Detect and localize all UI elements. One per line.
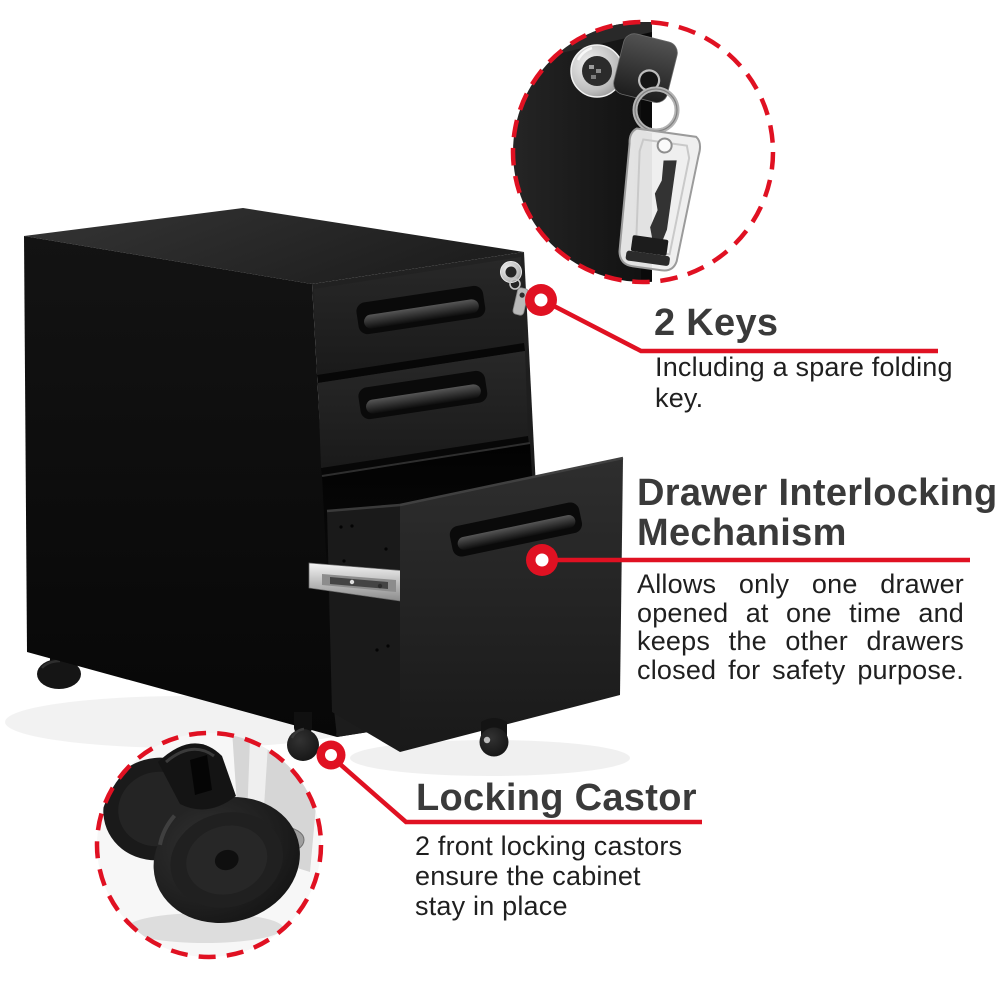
drawer-gap-1	[317, 343, 525, 383]
callout-castor-title: Locking Castor	[416, 777, 697, 819]
callout-interlock-title-line: Mechanism	[637, 512, 847, 554]
castor-detail-circle	[94, 730, 324, 960]
callout-interlock-title: Drawer Interlocking Mechanism	[637, 473, 997, 553]
callout-dot-castor	[316, 740, 346, 770]
slide-rail	[308, 562, 408, 603]
callout-interlock-title-line: Drawer Interlocking	[637, 472, 998, 514]
folding-spare-key	[618, 127, 702, 272]
inserted-key-head	[613, 33, 678, 103]
caster-front-right	[479, 718, 509, 757]
dashed-circle-keys	[510, 19, 776, 285]
lock-cylinder	[500, 261, 529, 316]
callout-dot-keys	[525, 284, 557, 316]
callout-castor-body-line: stay in place	[415, 891, 568, 921]
drawer1-handle	[356, 285, 486, 335]
callout-interlock-body-line: closed for safety purpose.	[637, 654, 964, 685]
drawer2-handle	[358, 370, 488, 420]
cabinet-top-face	[24, 208, 524, 284]
leader-castor	[339, 763, 702, 825]
callout-keys-title: 2 Keys	[654, 302, 779, 344]
open-drawer	[308, 456, 624, 752]
callout-interlock-body-line: keeps the other drawers	[637, 626, 964, 657]
caster-closeup	[103, 757, 300, 924]
keys-detail-circle	[510, 19, 776, 285]
callout-leader-lines	[339, 303, 970, 825]
lock-closeup	[570, 44, 624, 98]
cabinet-side-panel	[24, 236, 337, 737]
callout-interlock-body-line: opened at one time and	[637, 597, 964, 628]
callout-castor-body: 2 front locking castors ensure the cabin…	[415, 831, 682, 921]
callout-interlock-body: Allows only one drawer opened at one tim…	[637, 570, 964, 684]
drawer3-side-wall	[327, 505, 400, 752]
callout-keys-body-line: key.	[655, 382, 704, 413]
caster-front-left	[287, 712, 319, 761]
drawer3-handle	[449, 502, 583, 557]
dashed-circle-castor	[94, 730, 324, 960]
drawer-gap-2	[321, 436, 529, 476]
callout-interlock-body-line: Allows only one drawer	[637, 569, 964, 599]
callout-dot-interlock	[526, 544, 558, 576]
drawer3-front	[400, 458, 623, 752]
callout-keys-body: Including a spare folding key.	[655, 352, 953, 413]
callout-keys-body-line: Including a spare folding	[655, 352, 953, 382]
callout-castor-body-line: ensure the cabinet	[415, 861, 641, 891]
leader-keys	[550, 303, 938, 354]
callout-castor-body-line: 2 front locking castors	[415, 831, 683, 861]
